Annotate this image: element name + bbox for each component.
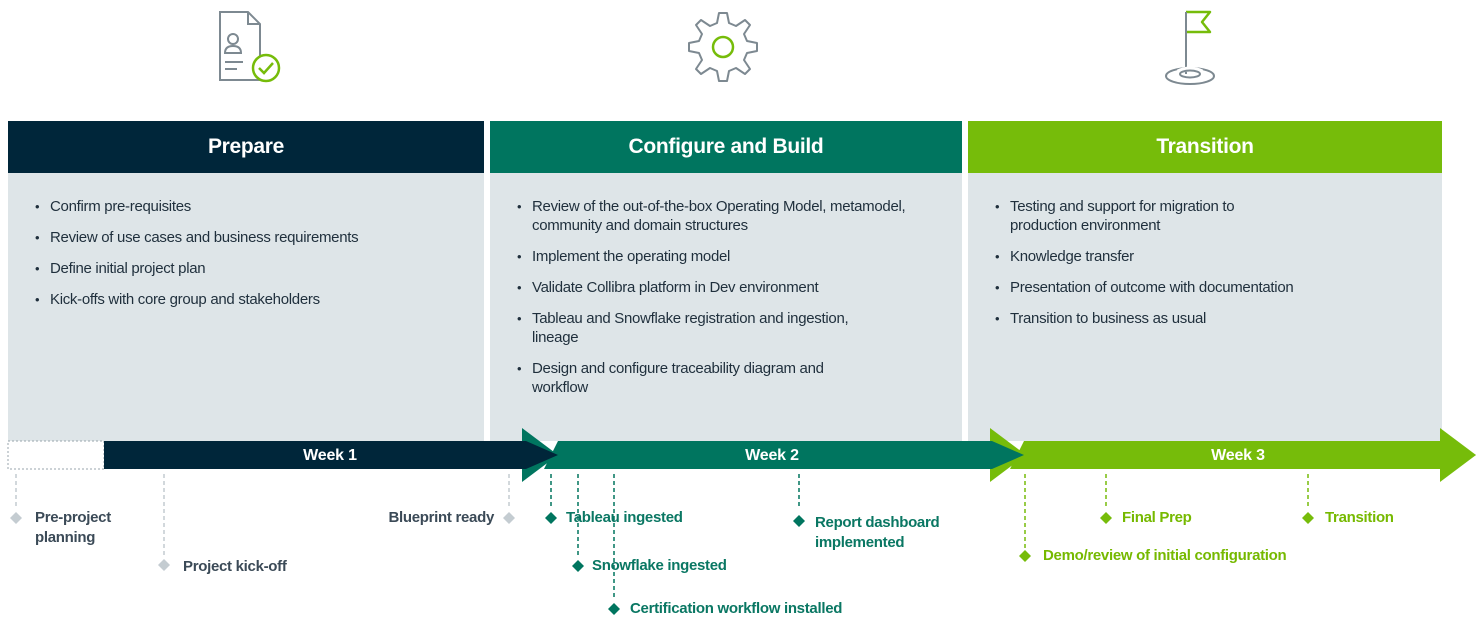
pre-project-segment (7, 440, 105, 470)
list-item: Review of the out-of-the-box Operating M… (517, 197, 922, 235)
list-item: Testing and support for migration to pro… (995, 197, 1300, 235)
milestone-demo: Demo/review of initial configuration (1043, 547, 1287, 564)
milestone-certification: Certification workflow installed (630, 600, 843, 617)
phase-body-transition: Testing and support for migration to pro… (968, 173, 1442, 441)
week3-arrow (1010, 441, 1476, 469)
milestone-snowflake: Snowflake ingested (592, 557, 727, 574)
phase-header-configure: Configure and Build (490, 121, 962, 173)
phase-body-configure: Review of the out-of-the-box Operating M… (490, 173, 962, 441)
milestone-diamond (1019, 550, 1031, 562)
milestone-diamond (608, 603, 620, 615)
week2-arrow (544, 441, 1024, 469)
week3-end-arrowhead (1440, 428, 1476, 482)
week-label-1: Week 1 (303, 447, 357, 464)
milestone-diamond (793, 515, 805, 527)
milestone-diamond (10, 512, 22, 524)
milestone-diamond (503, 512, 515, 524)
document-check-icon (219, 11, 281, 83)
list-item: Kick-offs with core group and stakeholde… (35, 290, 464, 309)
list-item: Implement the operating model (517, 247, 942, 266)
list-item: Validate Collibra platform in Dev enviro… (517, 278, 942, 297)
gear-icon (688, 12, 758, 82)
phase-header-transition: Transition (968, 121, 1442, 173)
milestone-final-prep: Final Prep (1122, 509, 1192, 526)
milestone-pre-project: Pre-project planning (35, 509, 111, 546)
week-label-2: Week 2 (745, 447, 799, 464)
list-item: Confirm pre-requisites (35, 197, 464, 216)
milestone-diamond (545, 512, 557, 524)
milestone-blueprint: Blueprint ready (388, 509, 494, 526)
phase-title: Configure and Build (628, 135, 824, 158)
phase-title: Prepare (207, 135, 285, 158)
list-item: Knowledge transfer (995, 247, 1422, 266)
list-item: Review of use cases and business require… (35, 228, 464, 247)
milestone-report: Report dashboard implemented (815, 514, 940, 551)
week1-arrow (104, 441, 558, 469)
week-label-3: Week 3 (1211, 447, 1265, 464)
milestone-tableau: Tableau ingested (566, 509, 683, 526)
milestone-diamond (158, 559, 170, 571)
milestone-transition: Transition (1325, 509, 1394, 526)
milestone-kickoff: Project kick-off (183, 558, 287, 575)
milestone-diamond (572, 560, 584, 572)
list-item: Presentation of outcome with documentati… (995, 278, 1422, 297)
list-item: Transition to business as usual (995, 309, 1422, 328)
list-item: Design and configure traceability diagra… (517, 359, 882, 397)
phase-body-prepare: Confirm pre-requisites Review of use cas… (8, 173, 484, 441)
milestone-diamond (1100, 512, 1112, 524)
phase-title: Transition (1156, 135, 1254, 158)
week2-arrowhead-overlay (974, 441, 1024, 469)
phase-header-prepare: Prepare (8, 121, 484, 173)
milestone-diamond (1302, 512, 1314, 524)
week1-arrowhead-overlay (508, 441, 558, 469)
list-item: Define initial project plan (35, 259, 464, 278)
flag-icon (1165, 10, 1215, 85)
list-item: Tableau and Snowflake registration and i… (517, 309, 882, 347)
